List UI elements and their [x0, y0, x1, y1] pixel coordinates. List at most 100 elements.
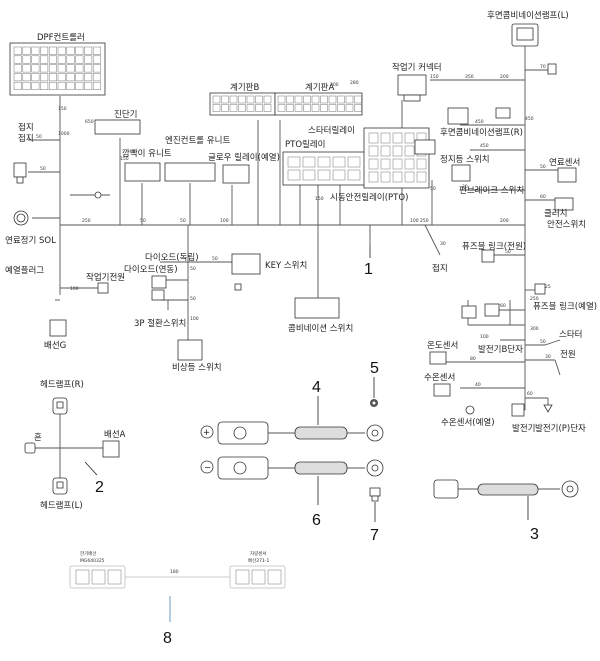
wire-num: 30 — [440, 241, 446, 247]
connector-pin — [57, 46, 66, 55]
wire-num: 60 — [527, 391, 533, 397]
connector-pin — [57, 64, 66, 73]
alternator-b-label: 발전기B단자 — [478, 344, 523, 355]
power-label: 전원 — [560, 349, 576, 360]
connector-pin — [347, 156, 361, 168]
connector-pin — [368, 171, 379, 183]
connector-pin — [31, 73, 40, 82]
work-power-label: 작업기전원 — [86, 272, 125, 283]
connector-pin — [75, 55, 84, 64]
connector-pin — [294, 95, 303, 104]
connector-pin — [328, 95, 337, 104]
wire-num: 50 — [140, 218, 146, 224]
wire-length-labels: 150 350 200 300 280 1000 650 250 50 50 5… — [36, 64, 551, 397]
switch-3p-label: 3P 절환스위치 — [134, 318, 186, 329]
connector-pin — [380, 171, 391, 183]
rear-lamp-l-label: 후면콤비네이션램프(L) — [487, 10, 569, 21]
rear-lamp-r-label: 후면콤비네이션램프(R) — [440, 127, 523, 138]
connector-pin — [75, 64, 84, 73]
connector-pin — [317, 156, 331, 168]
connector-pin — [277, 95, 286, 104]
connector-pin — [66, 55, 75, 64]
wire-num: 300 — [530, 326, 539, 332]
connector-pin — [75, 73, 84, 82]
connector-pin — [84, 55, 93, 64]
wire-num: 250 — [420, 218, 429, 224]
harness-2: 헤드램프(R) 혼 배선A 헤드램프(L) — [24, 379, 126, 511]
wire-num: 100 — [220, 218, 229, 224]
wire-num: 650 — [85, 119, 94, 125]
connector-pin — [22, 73, 31, 82]
connector-pin — [31, 55, 40, 64]
connector-pin — [380, 132, 391, 144]
connector-pin — [48, 64, 57, 73]
connector-pin — [380, 158, 391, 170]
fuse-link-preheat-label: 퓨즈블 링크(예열) — [533, 301, 597, 312]
connector-pin — [92, 73, 101, 82]
dashboard-a-label: 계기판A — [305, 82, 334, 93]
callout-8: 8 — [163, 630, 172, 647]
connector-pin — [238, 95, 246, 104]
head-lamp-l-label: 헤드램프(L) — [40, 500, 83, 511]
glow-relay-label: 글로우 릴레이(예열) — [208, 152, 280, 163]
connector-pin — [92, 55, 101, 64]
pto-relay-label: PTO릴레이 — [285, 139, 325, 150]
wire-num: 30 — [545, 354, 551, 360]
dpf-controller: DPF컨트롤러 — [9, 32, 106, 96]
battery-cable-negative: − — [200, 456, 384, 480]
dashboard-connectors: 계기판B 계기판A — [209, 82, 363, 116]
connector-pin — [92, 81, 101, 90]
wire-num: 250 — [82, 218, 91, 224]
wire-num: 450 — [525, 116, 534, 122]
connector-pin — [380, 145, 391, 157]
starter-relay-label: 스타터릴레이 — [308, 125, 355, 136]
relay-block: PTO릴레이 스타터릴레이 시동안전릴레이(PTO) — [282, 125, 430, 203]
connector-pin — [404, 145, 415, 157]
connector-pin — [354, 95, 362, 104]
connector-pin — [416, 158, 427, 170]
rear-combination-lamp-l: 후면콤비네이션램프(L) — [487, 10, 569, 75]
connector-pin — [255, 104, 263, 112]
cable-3 — [433, 479, 579, 499]
callout-1: 1 — [364, 261, 373, 278]
connector-pin — [31, 46, 40, 55]
wire-num: 250 — [530, 296, 539, 302]
connector-pin — [22, 81, 31, 90]
left-components: 접지 접지 연료정기 SOL 예열플러그 배선G — [5, 122, 102, 351]
wire-num: 50 — [190, 266, 196, 272]
connector-pin — [13, 81, 22, 90]
diagnostic-connector: 진단기 — [94, 109, 141, 135]
connector-pin — [287, 156, 301, 168]
sub-harness-8: 한기배선 MG640325 180 차량센서 배선271-1 — [69, 550, 286, 589]
wire-num: 50 — [540, 164, 546, 170]
connector-pin — [255, 95, 263, 104]
alternator-label: 발전기 — [512, 423, 535, 434]
clutch-label-2: 안전스위치 — [547, 219, 586, 230]
battery-cable-positive: + — [200, 421, 384, 445]
wire-num: 150 — [430, 74, 439, 80]
connector-pin — [212, 104, 221, 112]
connector-pin — [368, 145, 379, 157]
connector-pin — [22, 55, 31, 64]
connector-pin — [212, 95, 221, 104]
wire-num: 100 — [410, 218, 419, 224]
connector-pin — [22, 64, 31, 73]
connector-pin — [221, 95, 229, 104]
connector-pin — [303, 104, 311, 112]
connector-pin — [75, 81, 84, 90]
starter-label: 스타터 — [559, 330, 582, 340]
connector-pin — [13, 46, 22, 55]
right-cluster: 후면콤비네이션램프(R) 정지등 스위치 펀브레이크 스위치 연료센서 클러치 … — [414, 107, 586, 230]
callout-2: 2 — [95, 479, 104, 496]
connector-pin — [286, 95, 294, 104]
connector-pin — [317, 169, 331, 181]
wire-num: 50 — [430, 186, 436, 192]
wire-num: 450 — [475, 119, 484, 125]
connector-pin — [107, 569, 122, 585]
callout-3: 3 — [530, 526, 539, 543]
ground-2-label: 접지 — [432, 263, 448, 274]
connector-pin — [345, 104, 354, 112]
connector-pin — [404, 158, 415, 170]
connector-pin — [22, 46, 31, 55]
